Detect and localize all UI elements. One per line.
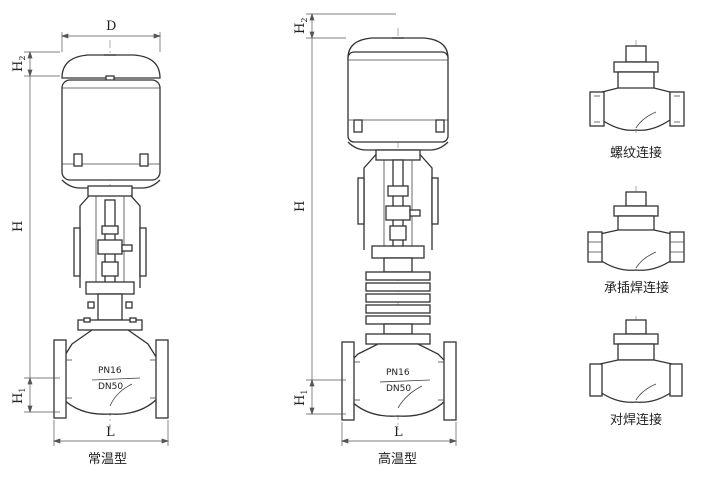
nominal-size-label-ht: DN50 <box>386 384 411 394</box>
dimension-h2-label-ht: H2 <box>293 18 309 34</box>
socket-weld-connection: 承插焊连接 <box>587 186 685 296</box>
pressure-rating-label: PN16 <box>98 366 122 376</box>
dimension-h-label: H <box>11 221 26 232</box>
nominal-size-label: DN50 <box>98 382 123 392</box>
dimension-d-label: D <box>106 19 116 34</box>
high-temp-valve: PN16 DN50 L H2 H H1 高温型 <box>293 12 458 467</box>
dimension-h-label-ht: H <box>293 201 308 212</box>
caption-high-temp: 高温型 <box>378 451 417 467</box>
dimension-l-label-ht: L <box>394 425 403 440</box>
caption-normal-temp: 常温型 <box>88 452 127 467</box>
dimension-h2-label: H2 <box>11 56 27 72</box>
butt-weld-connection: 对焊连接 <box>589 316 683 428</box>
caption-butt-weld: 对焊连接 <box>610 412 662 428</box>
normal-temp-valve: PN16 DN50 D L H2 H H1 常温型 <box>11 19 170 467</box>
caption-threaded: 螺纹连接 <box>610 145 662 161</box>
pressure-rating-label-ht: PN16 <box>386 368 410 378</box>
threaded-connection: 螺纹连接 <box>589 40 685 161</box>
dimension-h1-label: H1 <box>11 388 27 404</box>
dimension-l-label: L <box>106 425 115 440</box>
caption-socket-weld: 承插焊连接 <box>604 280 669 296</box>
dimension-h1-label-ht: H1 <box>293 390 309 406</box>
